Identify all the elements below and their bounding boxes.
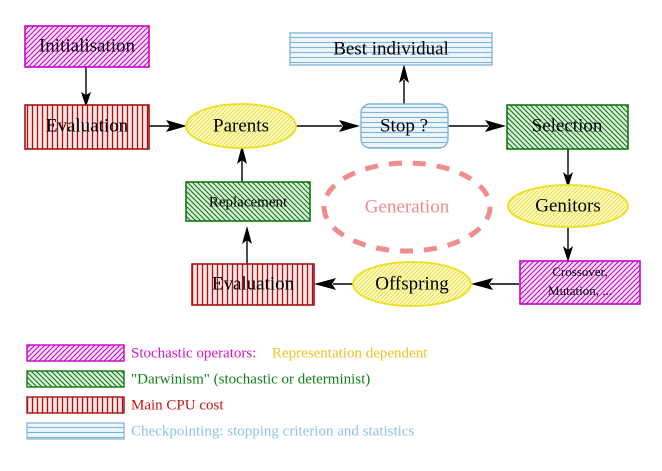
legend-swatch-blue-horizontal xyxy=(26,422,125,440)
edge-offspring-to-evaluation xyxy=(314,278,354,290)
node-parents[interactable]: Parents xyxy=(185,103,297,149)
edge-stop-to-best-individual xyxy=(399,64,409,104)
best-individual-label: Best individual xyxy=(333,38,449,59)
evaluation-bottom-label: Evaluation xyxy=(212,273,295,294)
edge-evaluation-to-parents xyxy=(149,120,187,132)
legend-item-darwinism: "Darwinism" (stochastic or determinist) xyxy=(26,370,370,388)
replacement-box[interactable] xyxy=(185,181,311,222)
node-crossover-mutation[interactable]: Crossover, Mutation, ... xyxy=(519,260,641,305)
edge-replacement-to-parents xyxy=(237,145,247,182)
genitors-ellipse[interactable] xyxy=(507,184,629,228)
node-best-individual[interactable]: Best individual xyxy=(289,32,493,66)
legend: Stochastic operators: Representation dep… xyxy=(26,344,428,440)
node-evaluation-bottom[interactable]: Evaluation xyxy=(191,263,315,306)
selection-label: Selection xyxy=(532,115,603,136)
evaluation-top-label: Evaluation xyxy=(46,115,129,136)
initialisation-label: Initialisation xyxy=(39,35,136,56)
legend-item-checkpointing: Checkpointing: stopping criterion and st… xyxy=(26,422,414,440)
offspring-ellipse[interactable] xyxy=(352,261,472,307)
genitors-label: Genitors xyxy=(535,195,600,216)
node-evaluation-top[interactable]: Evaluation xyxy=(24,104,150,150)
generation-label: Generation xyxy=(365,196,450,217)
selection-box[interactable] xyxy=(506,104,629,150)
legend-label-stochastic-operators: Stochastic operators: xyxy=(131,345,256,361)
node-selection[interactable]: Selection xyxy=(506,104,629,150)
edge-crossover-to-offspring xyxy=(471,278,519,290)
node-initialisation[interactable]: Initialisation xyxy=(24,25,150,68)
initialisation-box[interactable] xyxy=(24,25,150,68)
edge-genitors-to-crossover xyxy=(563,226,573,262)
legend-label-main-cpu-cost: Main CPU cost xyxy=(131,397,224,413)
stop-box[interactable] xyxy=(360,103,449,149)
stop-label: Stop ? xyxy=(380,115,428,136)
edge-selection-to-genitors xyxy=(563,149,573,188)
node-stop[interactable]: Stop ? xyxy=(360,103,449,149)
node-replacement[interactable]: Replacement xyxy=(185,181,311,222)
edges-layer xyxy=(81,64,573,290)
replacement-label: Replacement xyxy=(209,194,288,210)
best-individual-box[interactable] xyxy=(289,32,493,66)
evaluation-top-box[interactable] xyxy=(24,104,150,150)
crossover-mutation-label-line1: Crossover, xyxy=(552,264,607,279)
edge-initialisation-to-evaluation xyxy=(81,67,91,107)
edge-stop-to-selection xyxy=(448,120,506,132)
evaluation-bottom-box[interactable] xyxy=(191,263,315,306)
node-offspring[interactable]: Offspring xyxy=(352,261,472,307)
legend-label-representation-dependent: Representation dependent xyxy=(272,345,428,361)
legend-swatch-green-hatch xyxy=(26,370,125,388)
node-genitors[interactable]: Genitors xyxy=(507,184,629,228)
legend-item-stochastic-operators: Stochastic operators: Representation dep… xyxy=(26,344,428,362)
legend-swatch-red-vertical xyxy=(26,396,125,414)
generation-annotation: Generation xyxy=(321,160,493,254)
edge-evaluation-to-replacement xyxy=(242,226,252,264)
parents-ellipse[interactable] xyxy=(185,103,297,149)
crossover-mutation-box[interactable] xyxy=(519,260,641,305)
legend-label-checkpointing: Checkpointing: stopping criterion and st… xyxy=(131,423,414,439)
parents-label: Parents xyxy=(213,115,269,136)
legend-swatch-magenta-hatch xyxy=(26,344,125,362)
legend-item-main-cpu-cost: Main CPU cost xyxy=(26,396,224,414)
legend-label-darwinism: "Darwinism" (stochastic or determinist) xyxy=(131,371,370,387)
offspring-label: Offspring xyxy=(375,273,449,294)
crossover-mutation-label-line2: Mutation, ... xyxy=(548,283,612,298)
edge-parents-to-stop xyxy=(296,120,360,132)
generation-ellipse-outline xyxy=(321,160,493,254)
